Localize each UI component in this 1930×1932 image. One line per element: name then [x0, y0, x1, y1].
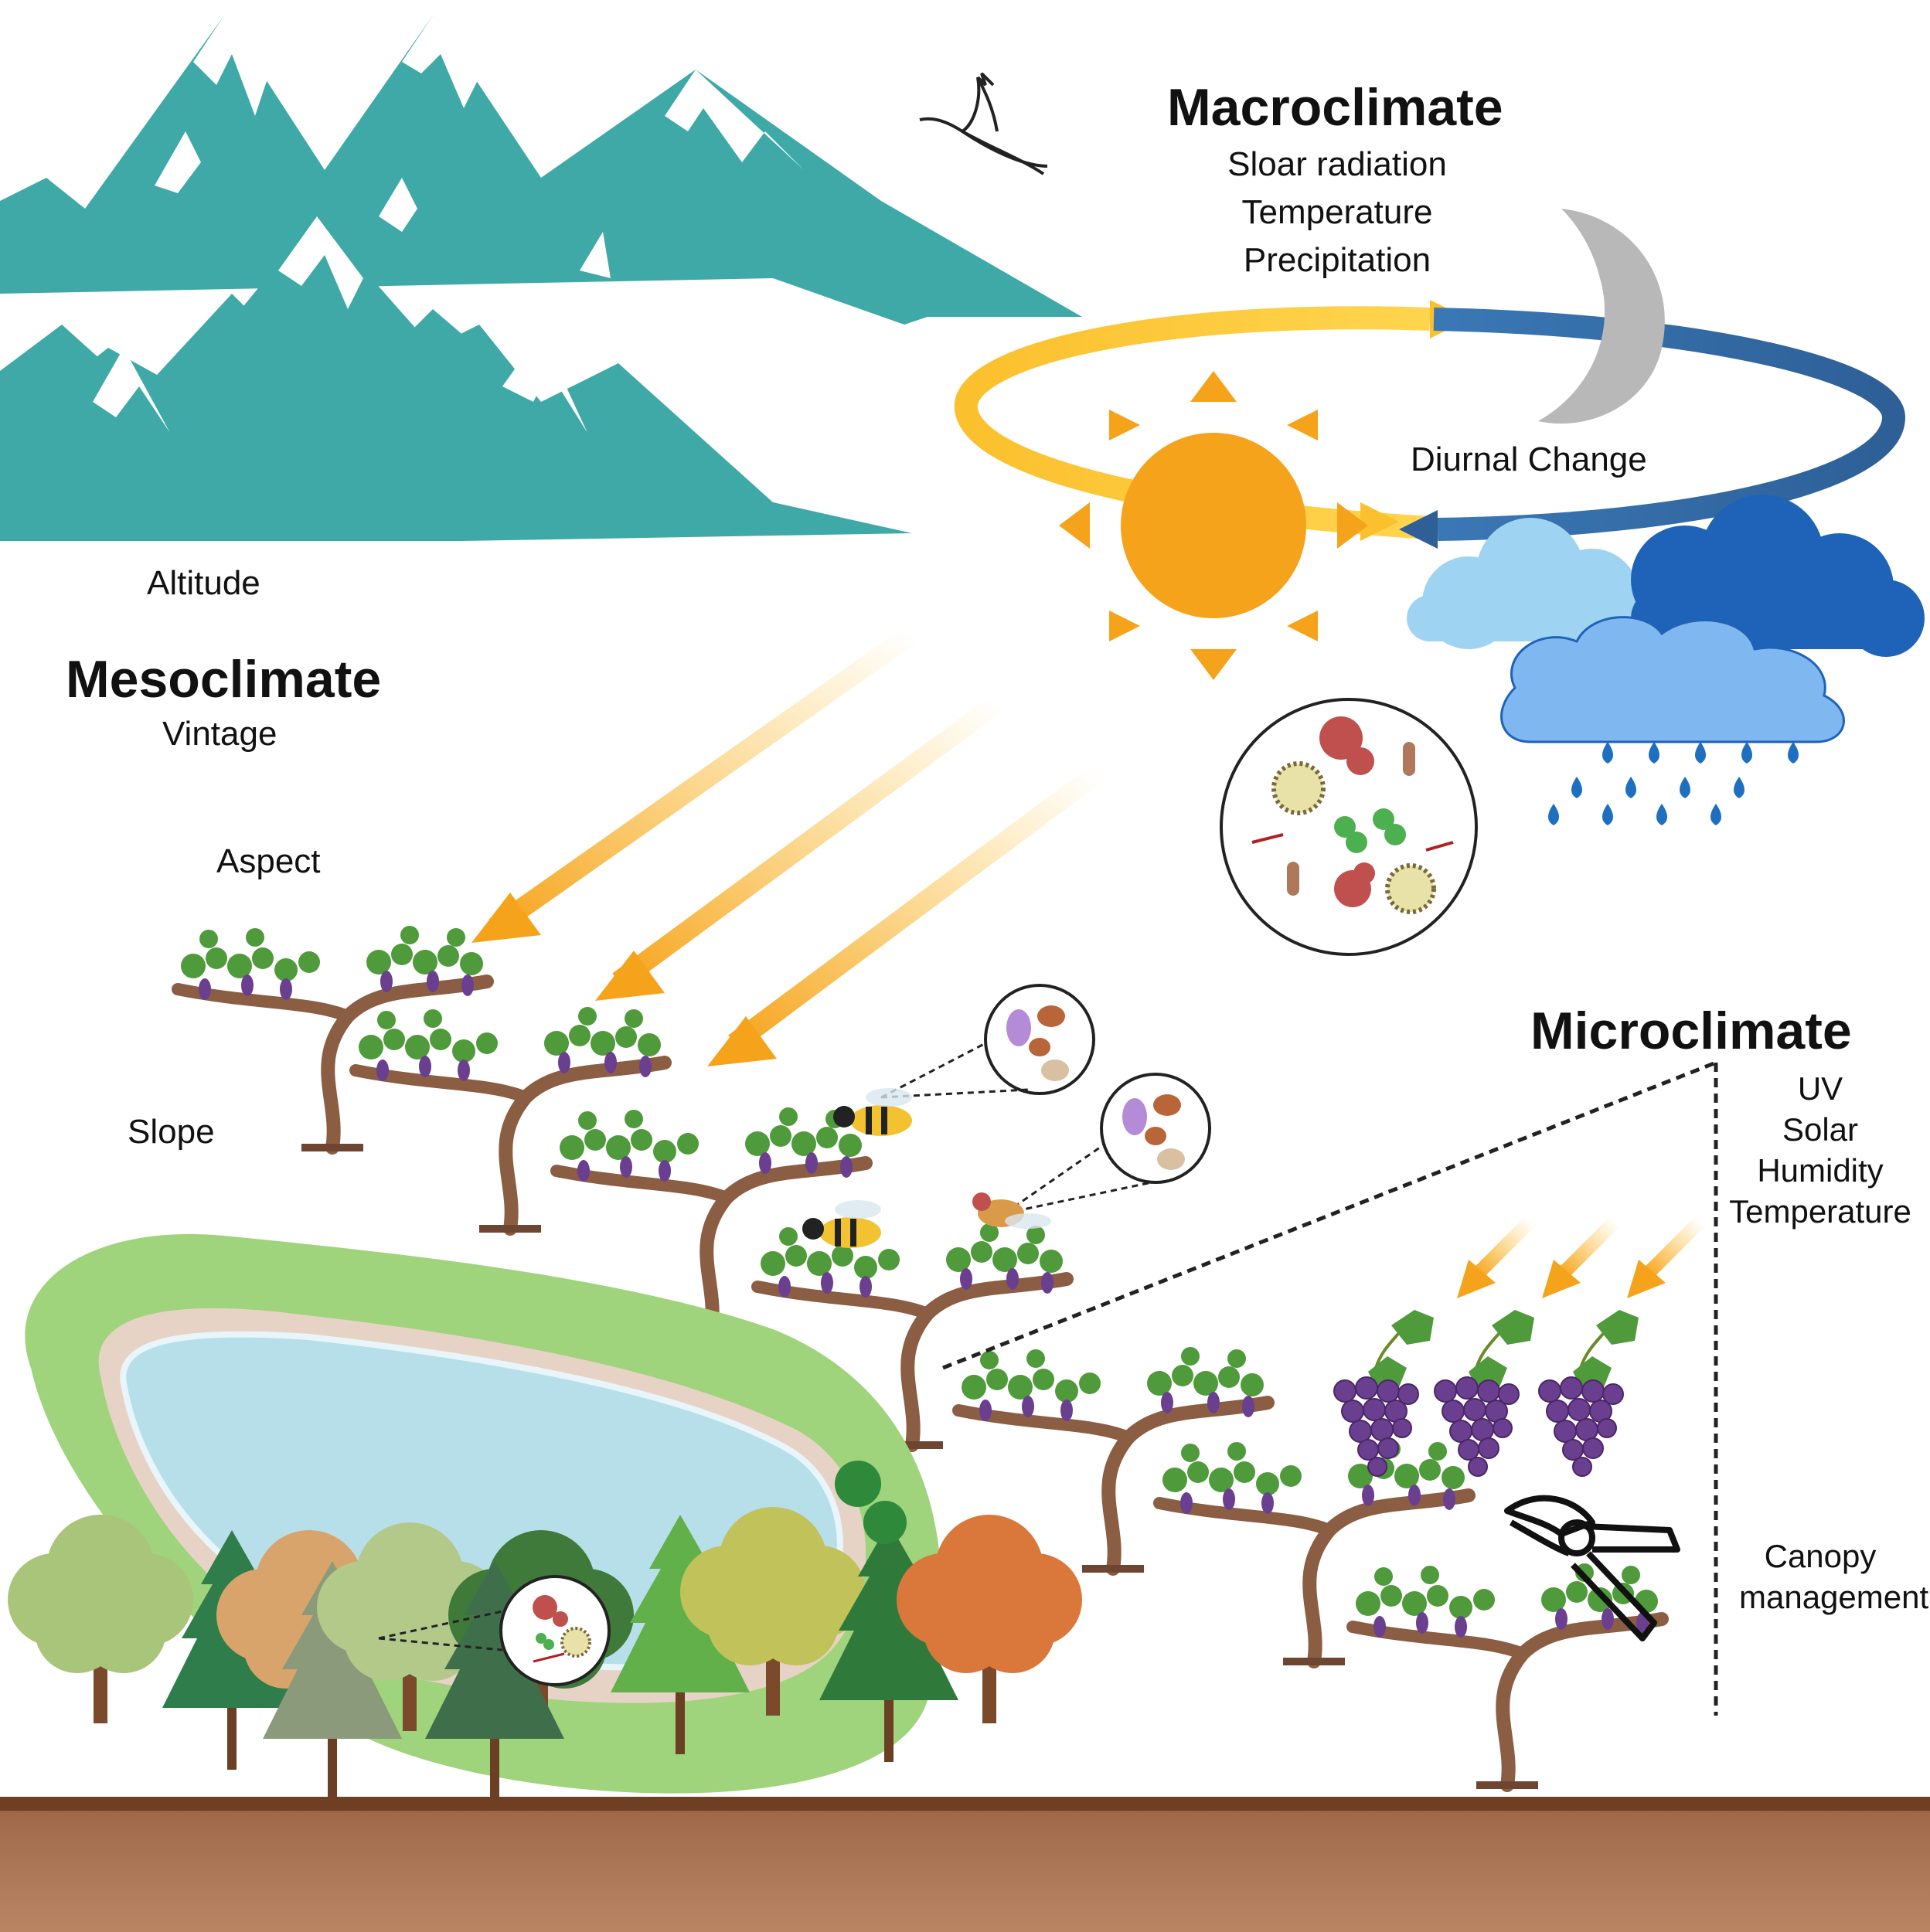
- pruning-shears-icon: [1504, 1495, 1680, 1641]
- microclimate-bracket: [942, 1060, 1718, 1716]
- cloud-icon: [1407, 495, 1925, 743]
- wasp-icon: [833, 1088, 912, 1136]
- mesoclimate-factor: Vintage: [162, 715, 277, 753]
- canopy-management-label: Canopy: [1764, 1538, 1877, 1574]
- mountain-icon: [0, 15, 1082, 541]
- fruit-fly-icon: [972, 1192, 1051, 1229]
- sun-rays: [471, 625, 1104, 1066]
- canopy-management-label: management: [1739, 1579, 1929, 1615]
- aspect-label: Aspect: [216, 842, 321, 880]
- tree-icon: [8, 1461, 1082, 1801]
- macroclimate-factor: Precipitation: [1243, 241, 1431, 279]
- bird-icon: [919, 72, 1048, 175]
- macroclimate-title: Macroclimate: [1167, 78, 1503, 137]
- microbe-circle-icon: [984, 984, 1095, 1095]
- mesoclimate-title: Mesoclimate: [66, 650, 382, 709]
- microclimate-factor: Temperature: [1729, 1193, 1911, 1230]
- grape-cluster-icon: [1333, 1308, 1640, 1478]
- sun-icon: [1059, 371, 1368, 680]
- slope-label: Slope: [128, 1113, 215, 1151]
- soil: [0, 1801, 1930, 1932]
- rain-icon: [1548, 742, 1799, 825]
- microbe-circle-icon: [499, 1575, 611, 1686]
- diurnal-change-label: Diurnal Change: [1411, 440, 1647, 478]
- macroclimate-factor: Sloar radiation: [1227, 145, 1447, 183]
- sun-rays: [1457, 1216, 1706, 1298]
- microclimate-factor: Solar: [1782, 1111, 1859, 1148]
- microbe-circle-icon: [1220, 698, 1478, 956]
- wasp-icon: [802, 1200, 881, 1248]
- microclimate-factor: Humidity: [1757, 1152, 1884, 1189]
- macroclimate-factor: Temperature: [1241, 193, 1433, 231]
- moon-icon: [1538, 209, 1665, 424]
- altitude-label: Altitude: [147, 564, 260, 602]
- microclimate-factor: UV: [1797, 1070, 1843, 1107]
- microbe-circle-icon: [1100, 1073, 1211, 1184]
- microclimate-title: Microclimate: [1530, 1002, 1852, 1060]
